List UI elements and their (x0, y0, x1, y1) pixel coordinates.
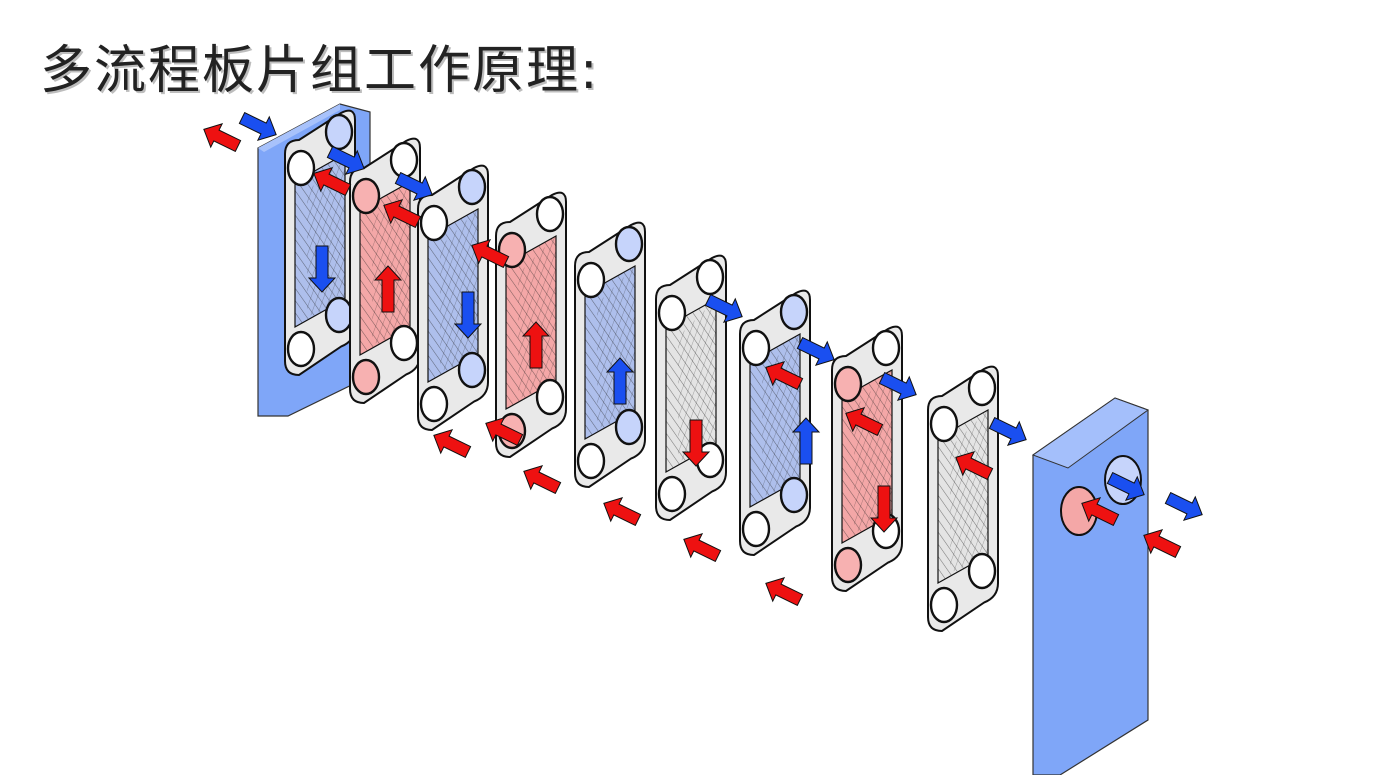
hot-flow-arrow-icon (765, 576, 804, 607)
port-icon (286, 330, 316, 368)
hot-flow-arrow-icon (955, 450, 994, 481)
hot-flow-arrow-icon (373, 265, 403, 313)
hot-flow-arrow-icon (313, 166, 352, 197)
port-icon (389, 324, 419, 362)
port-icon (457, 168, 487, 206)
cold-flow-arrow-icon (307, 245, 337, 293)
hot-flow-arrow-icon (845, 406, 884, 437)
hot-flow-arrow-icon (383, 198, 422, 229)
cold-flow-arrow-icon (453, 291, 483, 339)
port-icon (324, 113, 354, 151)
cold-flow-arrow-icon (394, 171, 433, 202)
port-icon (657, 475, 687, 513)
channel-plate-9 (927, 365, 999, 633)
port-icon (741, 329, 771, 367)
cold-flow-arrow-icon (878, 371, 917, 402)
hot-flow-arrow-icon (433, 428, 472, 459)
channel-plate-6 (655, 254, 727, 522)
cold-flow-arrow-icon (238, 111, 277, 142)
port-icon (657, 294, 687, 332)
port-icon (324, 296, 354, 334)
port-icon (576, 261, 606, 299)
hot-flow-arrow-icon (683, 532, 722, 563)
hot-flow-arrow-icon (681, 419, 711, 467)
port-icon (576, 442, 606, 480)
hot-flow-arrow-icon (1143, 528, 1182, 559)
channel-plate-4 (495, 191, 567, 459)
port-icon (833, 546, 863, 584)
cold-flow-arrow-icon (988, 416, 1027, 447)
port-icon (614, 408, 644, 446)
cold-flow-arrow-icon (704, 293, 743, 324)
port-icon (419, 385, 449, 423)
port-icon (967, 552, 997, 590)
channel-plate-3 (417, 164, 489, 432)
channel-plate-2 (349, 137, 421, 405)
hot-flow-arrow-icon (603, 496, 642, 527)
port-icon (614, 225, 644, 263)
slide-title: 多流程板片组工作原理: (40, 41, 600, 101)
port-icon (419, 204, 449, 242)
hot-flow-arrow-icon (523, 464, 562, 495)
channel-plate-7 (739, 289, 811, 557)
cold-flow-arrow-icon (1164, 491, 1203, 522)
port-icon (351, 177, 381, 215)
port-icon (779, 476, 809, 514)
hot-flow-arrow-icon (471, 238, 510, 269)
port-icon (929, 405, 959, 443)
channel-plate-5 (574, 221, 646, 489)
channel-plate-1 (284, 109, 356, 377)
hot-flow-arrow-icon (203, 122, 242, 153)
port-icon (535, 378, 565, 416)
hot-flow-arrow-icon (521, 321, 551, 369)
port-icon (695, 258, 725, 296)
cold-flow-arrow-icon (326, 145, 365, 176)
hot-flow-arrow-icon (765, 360, 804, 391)
cold-flow-arrow-icon (1106, 471, 1145, 502)
port-icon (535, 195, 565, 233)
port-icon (286, 149, 316, 187)
port-icon (929, 586, 959, 624)
port-icon (389, 141, 419, 179)
port-icon (457, 351, 487, 389)
hot-flow-arrow-icon (485, 416, 524, 447)
hot-flow-arrow-icon (1081, 496, 1120, 527)
pressure-plate (1031, 397, 1150, 775)
port-icon (779, 293, 809, 331)
port-icon (351, 358, 381, 396)
port-icon (833, 365, 863, 403)
port-icon (967, 369, 997, 407)
port-icon (871, 329, 901, 367)
hot-flow-arrow-icon (869, 485, 899, 533)
channel-plate-8 (831, 325, 903, 593)
cold-flow-arrow-icon (605, 357, 635, 405)
cold-flow-arrow-icon (791, 417, 821, 465)
cold-flow-arrow-icon (796, 336, 835, 367)
port-icon (741, 510, 771, 548)
